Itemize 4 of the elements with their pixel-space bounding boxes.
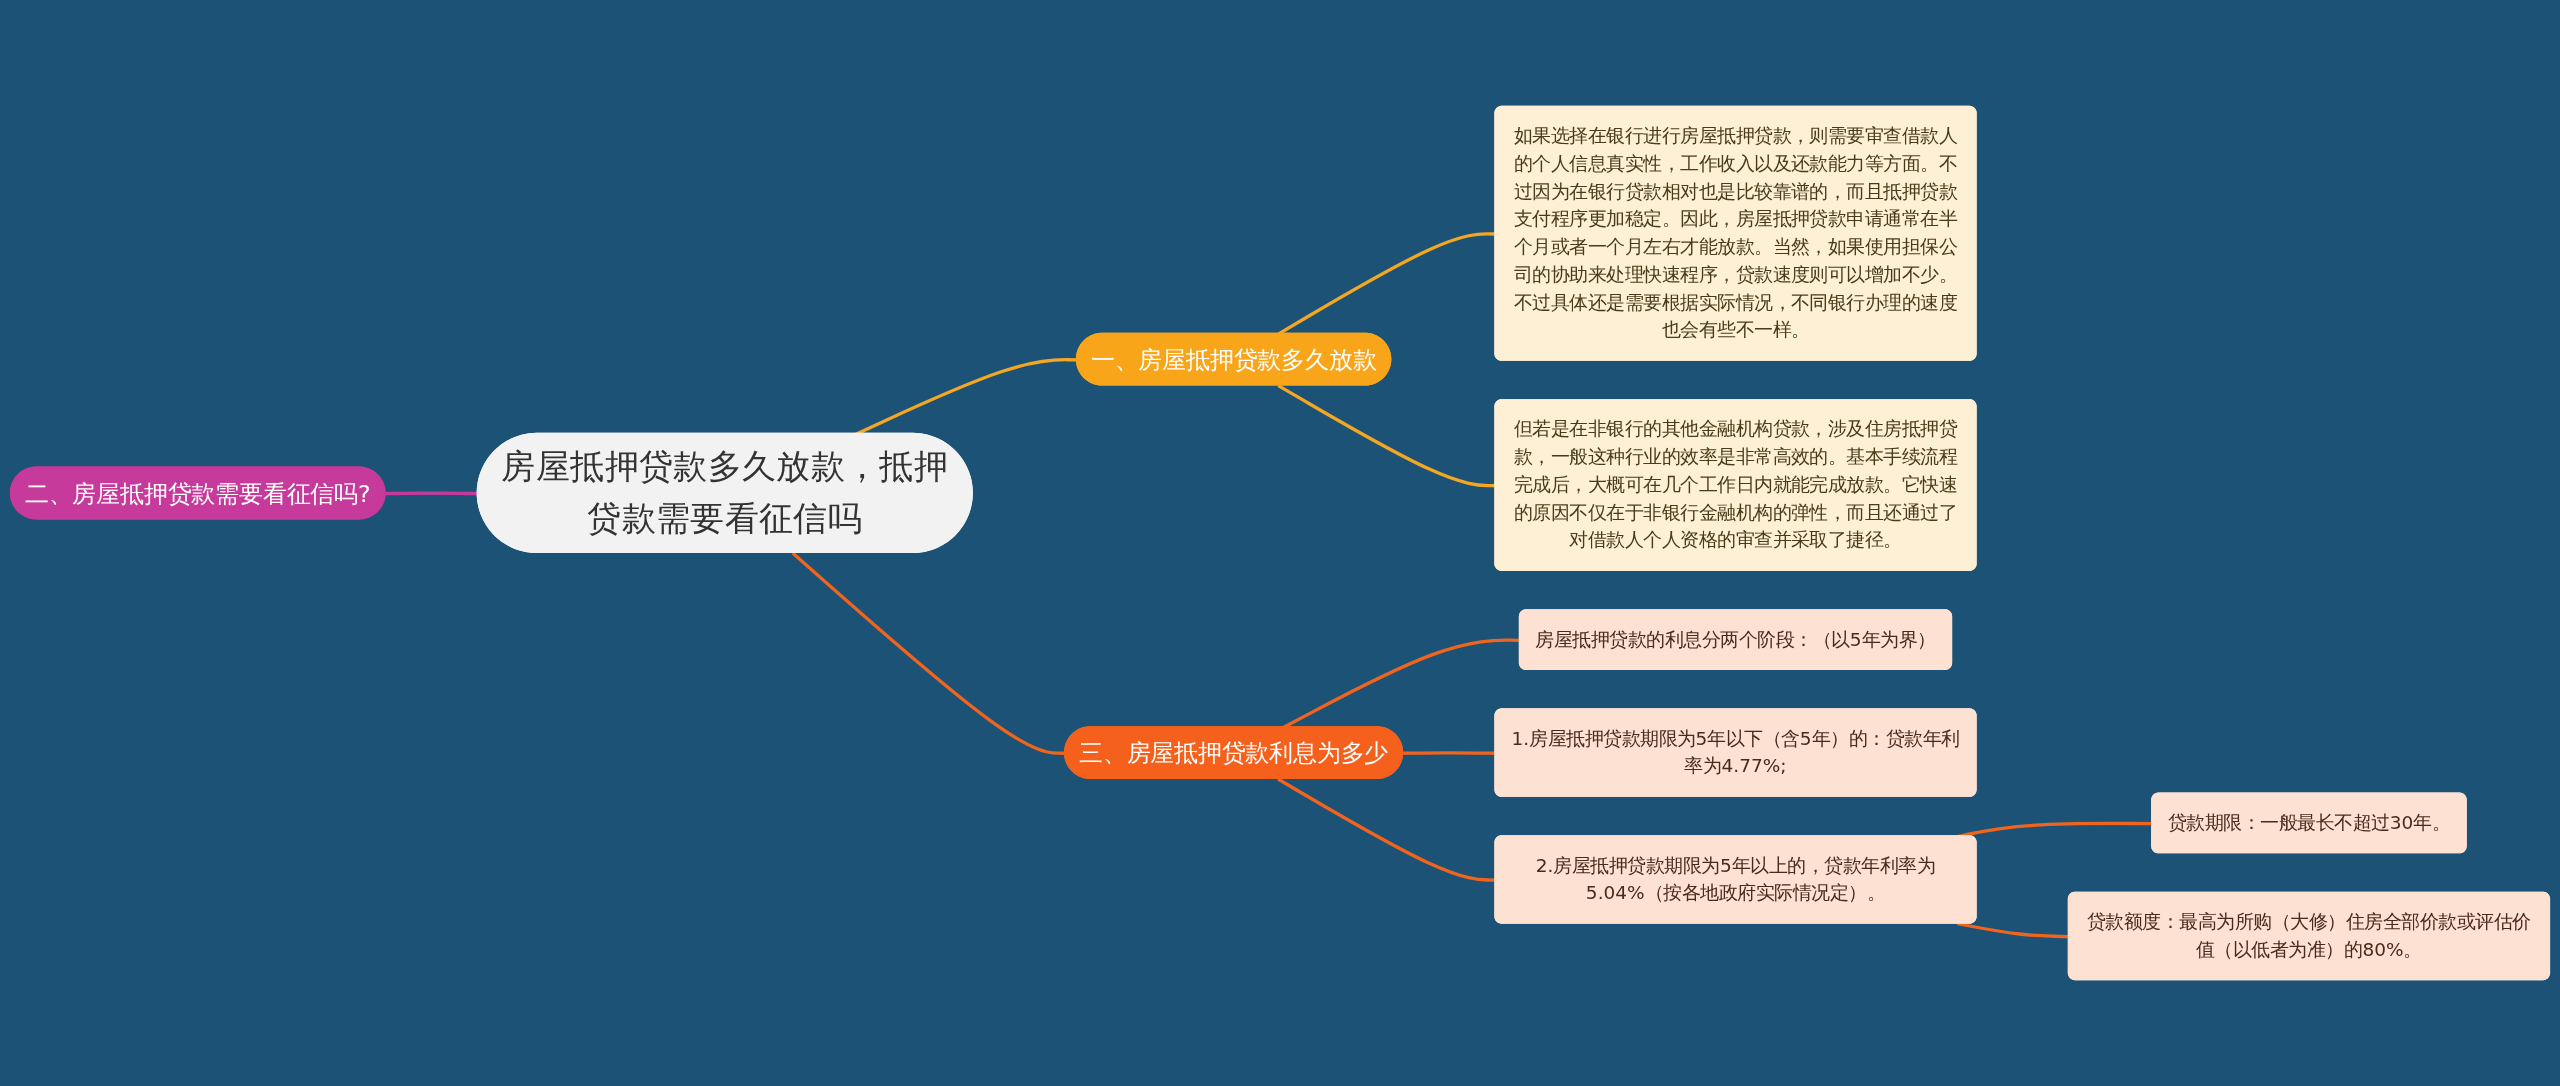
connector (1277, 384, 1496, 488)
connector (1403, 751, 1496, 755)
connector (1277, 777, 1496, 882)
connector (791, 551, 1066, 755)
